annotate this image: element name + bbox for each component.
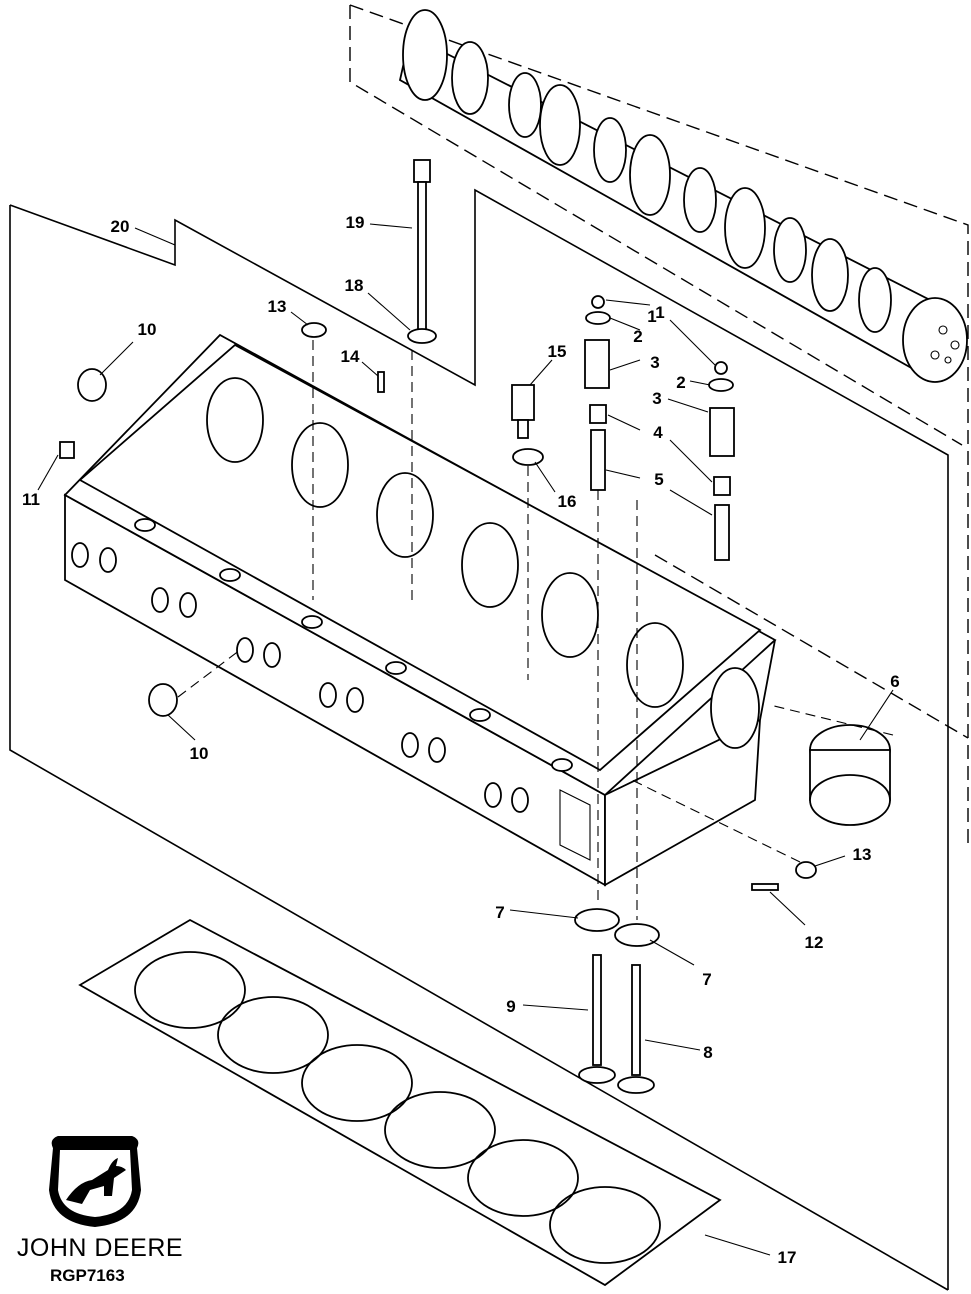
callout-13b: 13 <box>853 845 872 864</box>
callout-2b: 2 <box>676 373 685 392</box>
callout-3b: 3 <box>652 389 661 408</box>
brand-name: JOHN DEERE <box>16 1234 184 1262</box>
cylinder-head <box>63 333 777 887</box>
head-gasket <box>78 918 722 1287</box>
callout-7b: 7 <box>702 970 711 989</box>
deer-logo-icon <box>48 1136 142 1228</box>
callout-1b: 1 <box>655 303 664 322</box>
callout-13a: 13 <box>268 297 287 316</box>
callout-16: 16 <box>558 492 577 511</box>
callout-7a: 7 <box>495 903 504 922</box>
callout-5: 5 <box>654 470 663 489</box>
callout-11: 11 <box>22 490 40 509</box>
valve-train-parts <box>59 159 891 1094</box>
callout-6: 6 <box>890 672 899 691</box>
leader-lines <box>37 223 894 1256</box>
callout-8: 8 <box>703 1043 712 1062</box>
callout-14: 14 <box>341 347 360 366</box>
callout-labels: 1 1 2 2 3 3 4 5 6 7 7 8 9 10 10 11 12 13… <box>22 213 900 1267</box>
camshaft-frame <box>349 4 969 850</box>
figure-id: RGP7163 <box>50 1266 125 1285</box>
callout-17: 17 <box>778 1248 797 1267</box>
camshaft <box>398 9 968 383</box>
cylinder-head-frame <box>9 188 949 1291</box>
callout-3a: 3 <box>650 353 659 372</box>
callout-20: 20 <box>111 217 130 236</box>
callout-19: 19 <box>346 213 365 232</box>
callout-1a: 1 <box>647 307 656 326</box>
callout-18: 18 <box>345 276 364 295</box>
callout-12: 12 <box>805 933 824 952</box>
callout-10b: 10 <box>190 744 209 763</box>
callout-10a: 10 <box>138 320 157 339</box>
callout-15: 15 <box>548 342 567 361</box>
callout-2a: 2 <box>633 327 642 346</box>
callout-9: 9 <box>506 997 515 1016</box>
callout-4: 4 <box>653 423 663 442</box>
